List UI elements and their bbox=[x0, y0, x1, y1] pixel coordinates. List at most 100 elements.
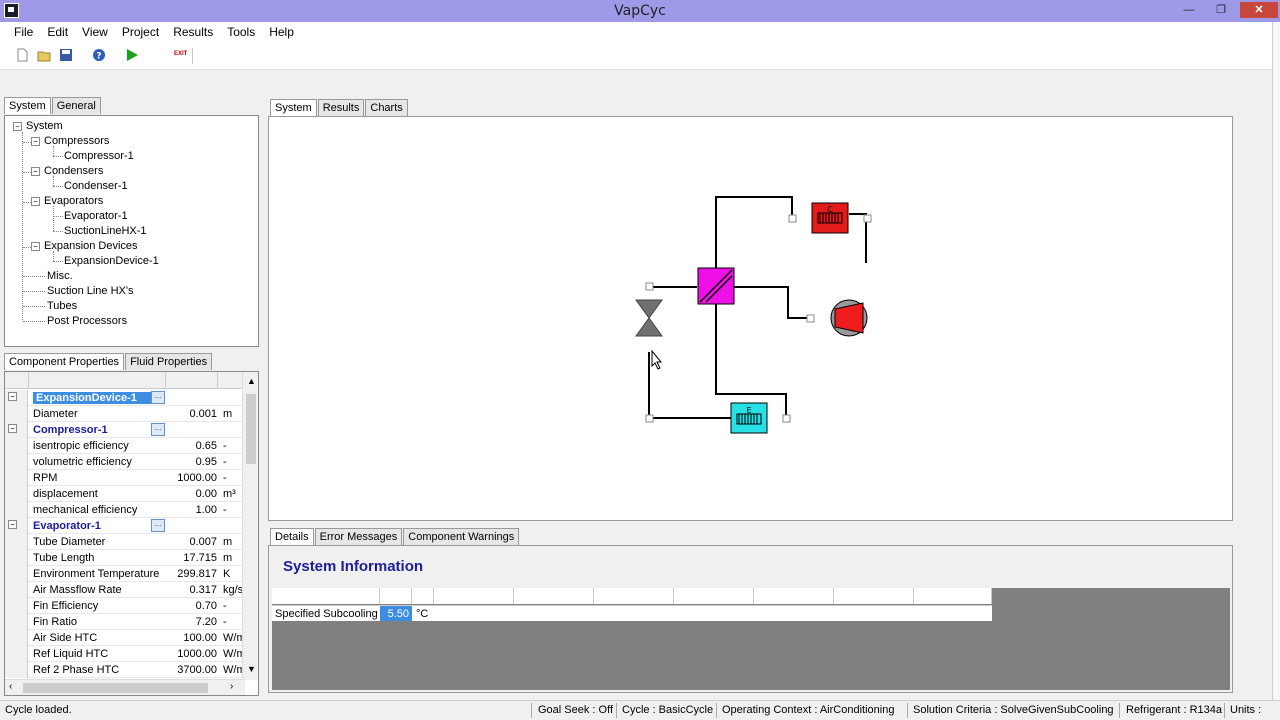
property-value[interactable]: 3700.00 bbox=[177, 664, 217, 676]
tree-node-expansiondevice-1[interactable]: ExpansionDevice-1 bbox=[64, 255, 159, 267]
tree-node-expansion-devices[interactable]: −Expansion Devices bbox=[31, 240, 138, 252]
collapse-icon[interactable]: − bbox=[8, 520, 17, 529]
tree-node-condensers[interactable]: −Condensers bbox=[31, 165, 103, 177]
minimize-button[interactable]: — bbox=[1183, 4, 1195, 16]
tree-node-tubes[interactable]: Tubes bbox=[47, 300, 78, 312]
tab-error-messages[interactable]: Error Messages bbox=[314, 528, 403, 545]
ellipsis-button[interactable]: ... bbox=[151, 519, 165, 532]
property-value[interactable]: 299.817 bbox=[177, 568, 217, 580]
property-value[interactable]: 0.007 bbox=[189, 536, 217, 548]
scroll-left-icon[interactable]: ‹ bbox=[9, 681, 13, 692]
property-value[interactable]: 0.65 bbox=[195, 440, 217, 452]
collapse-icon[interactable]: − bbox=[8, 424, 17, 433]
specified-subcooling-value[interactable]: 5.50 bbox=[380, 606, 412, 621]
tab-details[interactable]: Details bbox=[270, 528, 314, 545]
tab-charts[interactable]: Charts bbox=[365, 99, 408, 116]
collapse-icon[interactable]: − bbox=[8, 392, 17, 401]
help-icon[interactable]: ? bbox=[92, 48, 106, 62]
menu-view[interactable]: View bbox=[82, 25, 108, 39]
pipes bbox=[648, 196, 867, 419]
exit-icon[interactable]: EXIT bbox=[174, 51, 188, 57]
tree-node-system[interactable]: −System bbox=[13, 120, 63, 132]
pipe-condenser-to-compressor bbox=[849, 213, 867, 263]
restore-button[interactable]: ❐ bbox=[1216, 4, 1226, 16]
property-value[interactable]: 0.00 bbox=[195, 488, 217, 500]
property-value[interactable]: 100.00 bbox=[183, 632, 217, 644]
property-value[interactable]: 7.20 bbox=[195, 616, 217, 628]
tab-results[interactable]: Results bbox=[317, 99, 365, 116]
tab-general[interactable]: General bbox=[51, 97, 101, 114]
scroll-thumb[interactable] bbox=[23, 683, 208, 693]
tree-node-compressor-1[interactable]: Compressor-1 bbox=[64, 150, 134, 162]
tab-system[interactable]: System bbox=[270, 99, 317, 116]
collapse-icon[interactable]: − bbox=[31, 196, 40, 206]
pipe-slhx-to-compressor bbox=[734, 286, 811, 319]
tree-node-post-processors[interactable]: Post Processors bbox=[47, 315, 128, 327]
property-category-row[interactable]: −Evaporator-1... bbox=[5, 518, 245, 534]
property-value[interactable]: 1000.00 bbox=[177, 472, 217, 484]
tree-node-condenser-1[interactable]: Condenser-1 bbox=[64, 180, 128, 192]
system-diagram-canvas[interactable]: C E bbox=[268, 116, 1233, 521]
menu-help[interactable]: Help bbox=[269, 25, 294, 39]
property-category-row[interactable]: −ExpansionDevice-1... bbox=[5, 390, 245, 406]
property-value[interactable]: 0.70 bbox=[195, 600, 217, 612]
property-value[interactable]: 0.317 bbox=[189, 584, 217, 596]
property-horizontal-scrollbar[interactable]: ‹ › bbox=[5, 679, 245, 695]
property-category-row[interactable]: −Compressor-1... bbox=[5, 422, 245, 438]
tree-node-suctionlinehx-1[interactable]: SuctionLineHX-1 bbox=[64, 225, 147, 237]
tab-component-properties[interactable]: Component Properties bbox=[4, 353, 125, 370]
property-vertical-scrollbar[interactable]: ▲ ▼ bbox=[242, 372, 258, 680]
property-value[interactable]: 0.001 bbox=[189, 408, 217, 420]
tab-system-tree[interactable]: System bbox=[4, 97, 51, 114]
close-button[interactable]: ✕ bbox=[1240, 2, 1278, 18]
property-value[interactable]: 0.95 bbox=[195, 456, 217, 468]
tree-node-evaporator-1[interactable]: Evaporator-1 bbox=[64, 210, 128, 222]
property-value[interactable]: 17.715 bbox=[183, 552, 217, 564]
collapse-icon[interactable]: − bbox=[31, 136, 40, 146]
save-icon[interactable] bbox=[59, 48, 73, 62]
property-value[interactable]: 1000.00 bbox=[177, 648, 217, 660]
scroll-down-icon[interactable]: ▼ bbox=[247, 664, 256, 674]
tree-node-misc[interactable]: Misc. bbox=[47, 270, 73, 282]
app-icon[interactable] bbox=[4, 3, 19, 18]
tree-node-evaporators[interactable]: −Evaporators bbox=[31, 195, 103, 207]
menu-project[interactable]: Project bbox=[121, 25, 160, 39]
property-value[interactable]: 1.00 bbox=[195, 504, 217, 516]
new-file-icon[interactable] bbox=[15, 48, 29, 62]
collapse-icon[interactable]: − bbox=[31, 166, 40, 176]
property-name: volumetric efficiency bbox=[33, 456, 132, 468]
menu-tools[interactable]: Tools bbox=[227, 25, 256, 39]
scroll-up-icon[interactable]: ▲ bbox=[247, 376, 256, 386]
run-icon[interactable] bbox=[125, 48, 139, 62]
scroll-right-icon[interactable]: › bbox=[230, 681, 234, 692]
tab-component-warnings[interactable]: Component Warnings bbox=[403, 528, 520, 545]
collapse-icon[interactable]: − bbox=[31, 241, 40, 251]
open-folder-icon[interactable] bbox=[37, 48, 51, 62]
menu-file[interactable]: File bbox=[14, 25, 34, 39]
collapse-icon[interactable]: − bbox=[13, 121, 22, 131]
menu-results[interactable]: Results bbox=[173, 25, 214, 39]
tab-fluid-properties[interactable]: Fluid Properties bbox=[125, 353, 213, 370]
tree-node-compressors[interactable]: −Compressors bbox=[31, 135, 109, 147]
ellipsis-button[interactable]: ... bbox=[151, 423, 165, 436]
menu-edit[interactable]: Edit bbox=[47, 25, 69, 39]
property-name: RPM bbox=[33, 472, 58, 484]
tree-node-suction-line-hxs[interactable]: Suction Line HX's bbox=[47, 285, 134, 297]
scroll-thumb[interactable] bbox=[246, 394, 256, 464]
ellipsis-button[interactable]: ... bbox=[151, 391, 165, 404]
